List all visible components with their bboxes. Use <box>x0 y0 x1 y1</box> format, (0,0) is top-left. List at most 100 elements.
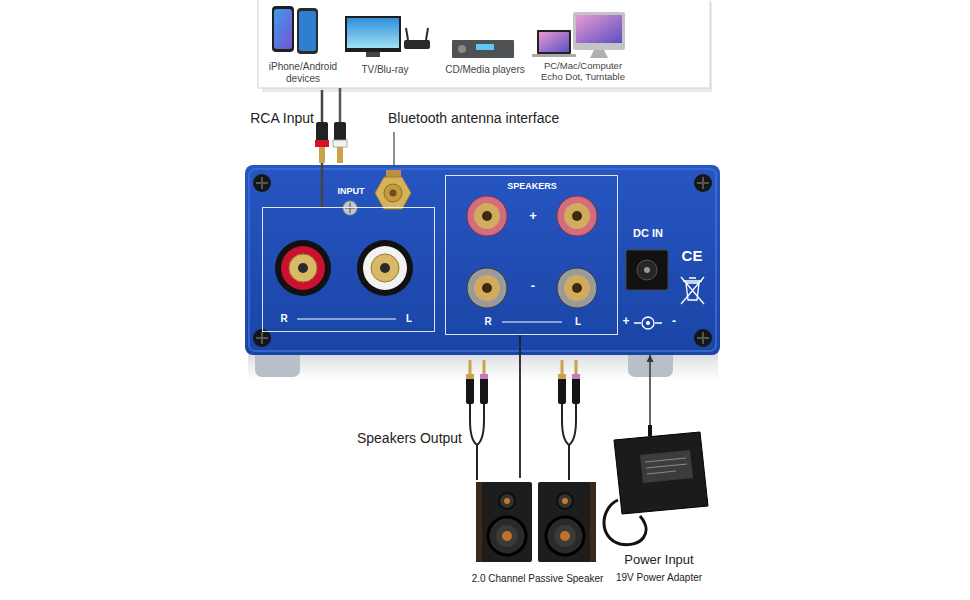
screw-cross <box>256 332 268 344</box>
banana-pin <box>483 360 486 374</box>
callout-text: Power Input <box>600 553 718 568</box>
polarity-dot <box>646 321 650 325</box>
connector-label: RCA Input <box>240 110 314 126</box>
woofer-cone <box>554 525 576 547</box>
speaker-side <box>590 482 596 562</box>
dust-cap <box>502 531 512 541</box>
speaker-wire <box>562 404 576 480</box>
power-adapter: Power Input 19V Power Adapter <box>600 425 718 590</box>
ce-mark: CE <box>677 247 707 264</box>
banana-plug <box>558 374 566 404</box>
polarity-label: - <box>523 279 543 294</box>
dc-cord <box>648 425 652 436</box>
screw <box>253 174 271 192</box>
rca-jack-ring <box>289 254 317 282</box>
channel-line <box>502 321 562 322</box>
antenna-pin <box>390 190 397 197</box>
amplifier-panel: DC INCEINPUTRLSPEAKERS+-RL <box>245 165 720 355</box>
laptop-icon <box>537 30 571 54</box>
antenna-connector <box>375 177 411 209</box>
banana-collar <box>480 374 488 379</box>
device-label: CD/Media players <box>435 64 535 76</box>
imac-screen <box>576 15 622 43</box>
cd-display <box>476 44 494 50</box>
binding-post-red <box>557 196 597 236</box>
tweeter <box>557 493 573 509</box>
binding-post-gold <box>564 203 590 229</box>
binding-post-gold <box>564 275 590 301</box>
group-heading: INPUT <box>326 186 376 196</box>
ground-screw <box>343 201 357 215</box>
rca-plug-collar <box>315 140 329 147</box>
amplifier-panel <box>245 165 720 355</box>
imac-stand <box>590 50 608 58</box>
polarity-label: - <box>668 315 680 329</box>
connector-label: Speakers Output <box>352 430 462 446</box>
rca-jack-hole <box>298 263 308 273</box>
android-icon <box>297 8 318 54</box>
screw <box>694 329 712 347</box>
binding-post-hole <box>572 283 582 293</box>
woofer <box>546 517 584 555</box>
weee-bin-symbol <box>683 278 702 300</box>
binding-post-gold <box>474 275 500 301</box>
laptop-screen <box>539 32 569 52</box>
leader-line <box>393 132 394 170</box>
rca-jack-ring <box>371 254 399 282</box>
binding-post-hole <box>482 283 492 293</box>
caption-text: 19V Power Adapter <box>600 572 718 584</box>
channel-label: L <box>398 313 420 325</box>
binding-post-red <box>467 196 507 236</box>
rca-plug <box>316 122 328 146</box>
source-device-bar: iPhone/Android devicesTV/Blu-rayCD/Media… <box>258 0 710 90</box>
weee-cross <box>681 277 704 304</box>
polarity-symbol <box>642 317 654 329</box>
device-label: iPhone/Android devices <box>263 61 343 84</box>
callout-text: Bluetooth antenna interface <box>388 110 598 126</box>
rca-cable <box>339 88 342 124</box>
speaker-cable <box>519 335 521 478</box>
binding-post-hole <box>572 211 582 221</box>
speaker-cabinet <box>476 482 532 562</box>
panel-bevel <box>249 169 716 351</box>
banana-collar <box>572 374 580 379</box>
port-label: DC IN <box>623 227 673 240</box>
polarity-label: + <box>620 315 632 329</box>
device-label: PC/Mac/Computer Echo Dot, Turntable <box>535 61 631 83</box>
dc-jack <box>626 250 668 290</box>
screw-cross <box>697 177 709 189</box>
binding-post-gold <box>474 203 500 229</box>
rca-plug-tip <box>319 147 325 163</box>
rca-plug-collar <box>333 140 347 147</box>
rca-plug <box>334 122 346 146</box>
binding-post-black <box>557 268 597 308</box>
rca-jack-white <box>363 246 407 290</box>
speaker-cabinet <box>538 482 596 562</box>
rca-plug-tip <box>337 147 343 163</box>
caption-text: 2.0 Channel Passive Speaker <box>465 573 610 585</box>
dust-cap <box>560 531 570 541</box>
rca-jack <box>357 240 413 296</box>
imac-icon <box>573 12 625 50</box>
power-arrow <box>649 355 651 425</box>
rca-jack <box>275 240 331 296</box>
adapter-label <box>640 450 693 483</box>
banana-pin <box>469 360 472 374</box>
speaker-wire <box>470 404 484 480</box>
rca-jack-hole <box>380 263 390 273</box>
tweeter-dome <box>504 498 510 504</box>
banana-collar <box>558 374 566 379</box>
banana-plug <box>466 374 474 404</box>
rca-jack-red <box>281 246 325 290</box>
binding-post-hole <box>482 211 492 221</box>
speaker-side <box>476 482 482 562</box>
tv-icon <box>345 16 401 52</box>
laptop-base <box>532 54 576 57</box>
tweeter-dome <box>562 498 568 504</box>
phone-screen <box>299 11 316 51</box>
passive-speakers: 2.0 Channel Passive Speaker <box>465 478 610 590</box>
